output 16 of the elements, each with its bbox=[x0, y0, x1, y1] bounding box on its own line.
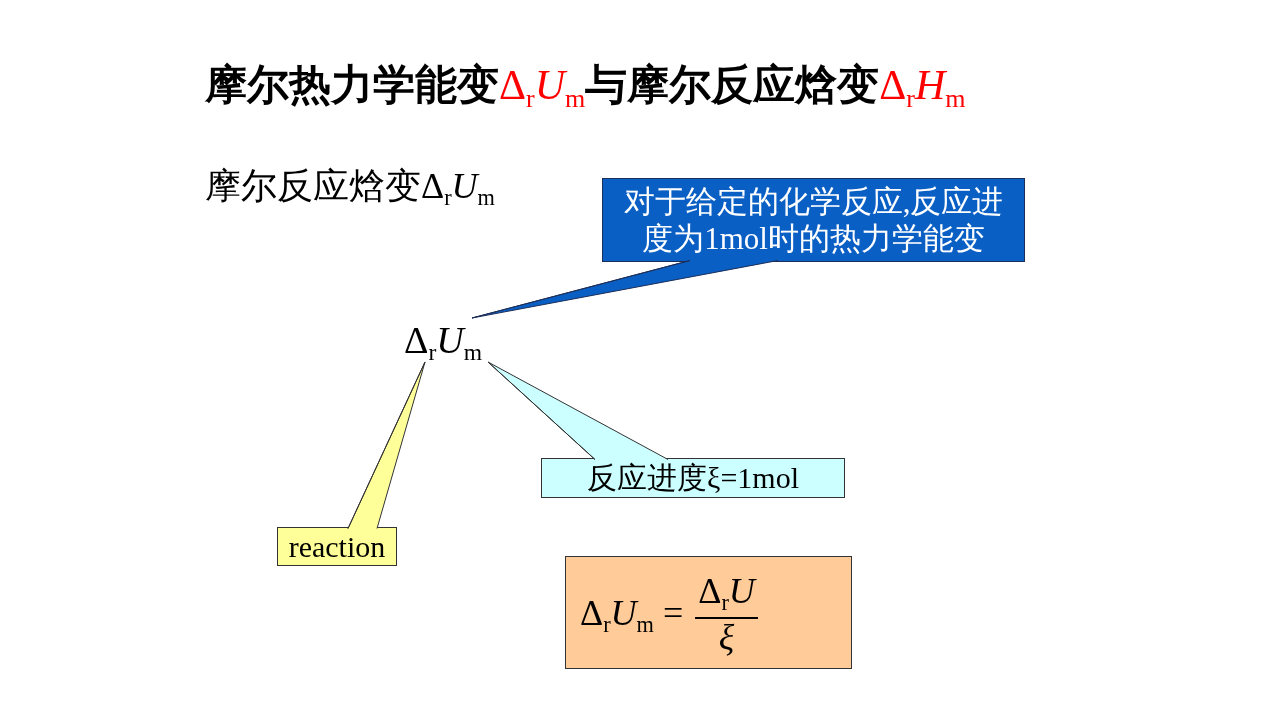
section-heading: 摩尔反应焓变Δ$_{r}$U$_{m}$ bbox=[205, 165, 495, 208]
symbol-text: Δ$_{r}$U$_{m}$ bbox=[391, 318, 495, 362]
callout-pointer bbox=[471, 260, 779, 319]
fraction-numerator: Δ$_{r}$U bbox=[697, 572, 758, 617]
callout-pointer bbox=[347, 361, 426, 529]
fraction-denominator: ξ bbox=[718, 618, 735, 655]
slide-title: 摩尔热力学能变Δ$_{r}$U$_{m}$与摩尔反应焓变Δ$_{r}$H$_{m}$ bbox=[205, 60, 966, 110]
callout-text: 对于给定的化学反应,反应进度为1mol时的热力学能变 bbox=[622, 182, 1005, 258]
callout-box bbox=[541, 458, 845, 498]
formula-text: Δ$_{r}$U$_{m}$ = bbox=[580, 591, 684, 634]
callout-text: reaction bbox=[288, 528, 386, 565]
callout-pointer bbox=[487, 361, 669, 460]
callout-box bbox=[277, 527, 397, 566]
formula-box bbox=[565, 556, 852, 669]
callout-box bbox=[602, 178, 1025, 262]
callout-text: 反应进度ξ=1mol bbox=[587, 460, 799, 496]
